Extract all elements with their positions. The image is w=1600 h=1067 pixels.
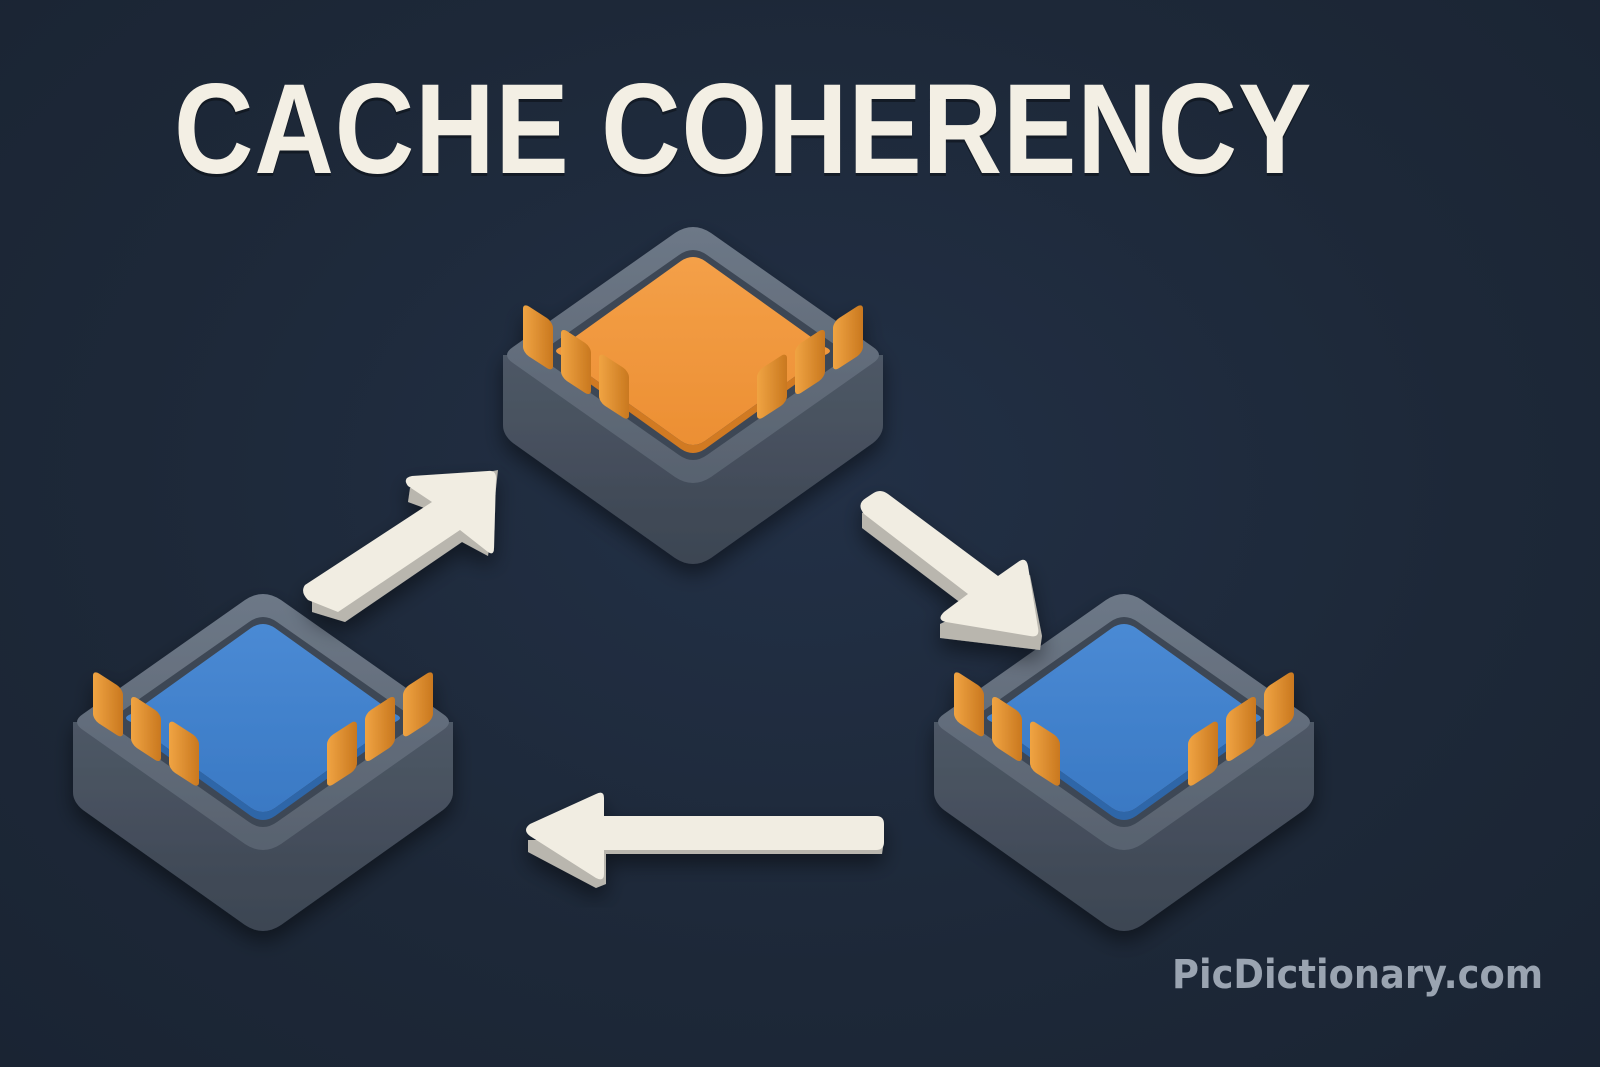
arrow-up-right-icon [303, 470, 498, 622]
cache-chip-top [503, 227, 883, 564]
arrow-down-right-icon [860, 491, 1042, 650]
watermark-text: PicDictionary.com [1172, 952, 1544, 998]
page-title: CACHE COHERENCY [174, 58, 1313, 201]
arrow-left-icon [526, 792, 884, 888]
cache-chip-right [934, 594, 1314, 931]
cache-chip-left [73, 594, 453, 931]
